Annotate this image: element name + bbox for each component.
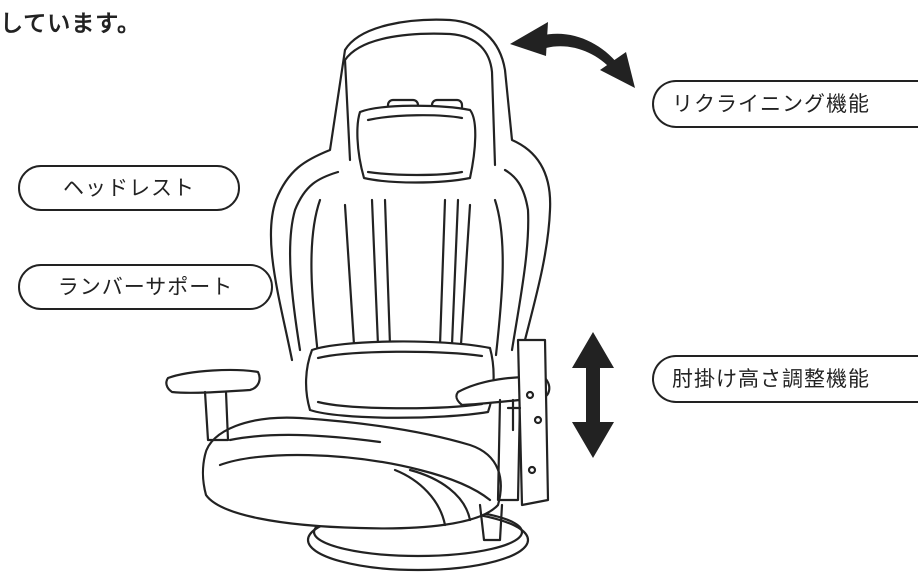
lumbar-support-label: ランバーサポート	[18, 264, 273, 310]
height-arrow-icon	[572, 332, 614, 458]
armrest-height-label: 肘掛け高さ調整機能	[652, 355, 918, 403]
recline-label-text: リクライニング機能	[672, 91, 870, 116]
lumbar-support-label-text: ランバーサポート	[57, 274, 234, 299]
headrest-label: ヘッドレスト	[18, 165, 240, 211]
recline-arrow-icon	[510, 22, 635, 88]
page-heading: しています。	[0, 11, 142, 37]
recline-label: リクライニング機能	[652, 80, 918, 128]
armrest-height-label-text: 肘掛け高さ調整機能	[672, 366, 870, 391]
headrest-label-text: ヘッドレスト	[63, 175, 195, 200]
